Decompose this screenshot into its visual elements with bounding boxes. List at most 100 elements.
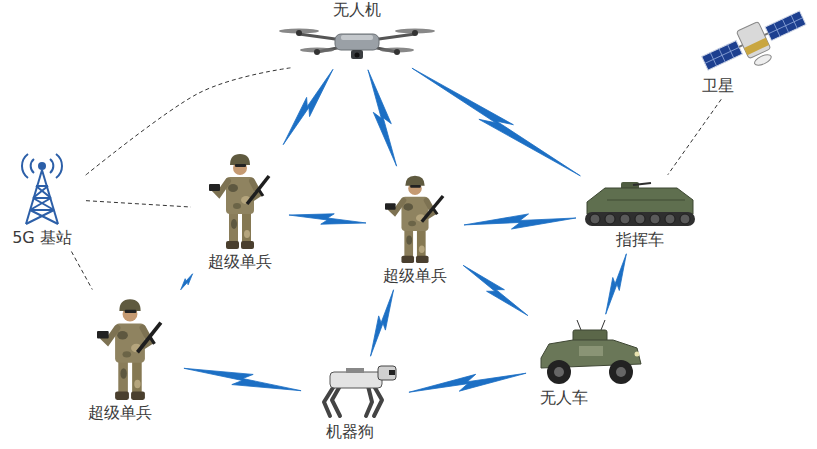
dashed-link xyxy=(86,201,191,207)
track-wheel xyxy=(665,214,675,224)
hull-line xyxy=(607,199,685,201)
soldier-rifle xyxy=(422,196,443,222)
tower-top xyxy=(38,162,46,170)
wireless-link xyxy=(409,373,526,392)
node-label: 超级单兵 xyxy=(381,266,449,286)
node-label: 超级单兵 xyxy=(206,252,274,272)
signal-wave xyxy=(50,159,53,173)
tower-strut xyxy=(33,186,48,198)
panel-grid xyxy=(705,47,739,63)
vehicle-panel xyxy=(579,346,603,356)
node-label: 无人机 xyxy=(331,0,383,20)
soldier-boot xyxy=(115,391,129,399)
dog-payload xyxy=(346,368,364,373)
camo-spot xyxy=(406,235,412,244)
track-wheel xyxy=(680,214,690,224)
soldier-leg xyxy=(417,229,426,258)
soldier-rifle xyxy=(137,323,160,353)
soldier-node: 超级单兵 xyxy=(80,293,180,423)
soldier-boot xyxy=(401,256,414,263)
wireless-link xyxy=(371,290,394,356)
dog-sensor xyxy=(389,370,395,375)
wireless-link xyxy=(412,68,580,176)
wireless-link xyxy=(606,254,627,314)
soldier-goggles xyxy=(410,185,421,188)
dashed-link xyxy=(86,68,291,175)
vehicle-antenna xyxy=(577,320,581,330)
dog-body xyxy=(330,372,382,388)
command-vehicle-icon xyxy=(581,180,699,228)
dog-leg xyxy=(374,386,382,416)
camo-spot xyxy=(123,351,132,357)
panel-grid xyxy=(768,18,802,34)
signal-wave xyxy=(56,154,62,178)
drone-motor xyxy=(394,49,400,55)
node-label: 机器狗 xyxy=(324,422,376,442)
node-label: 指挥车 xyxy=(614,230,666,250)
soldier-boot xyxy=(226,241,239,249)
wireless-link xyxy=(368,70,397,166)
soldier-node: 超级单兵 xyxy=(195,148,285,272)
solar-panel xyxy=(702,41,743,71)
dashed-link xyxy=(71,252,92,290)
soldier-goggles xyxy=(125,310,137,313)
wireless-link xyxy=(283,69,333,144)
base-station-node: 5G 基站 xyxy=(2,148,82,248)
drone-camera xyxy=(351,50,363,59)
robot-dog-node: 机器狗 xyxy=(305,360,405,442)
soldier-leg xyxy=(242,212,251,244)
wheel-hub xyxy=(616,367,626,377)
soldier-group xyxy=(385,176,443,263)
tower-strut xyxy=(36,186,51,198)
camo-spot xyxy=(228,184,238,192)
dashed-link xyxy=(668,99,721,174)
vehicle-wheel xyxy=(547,360,571,384)
camo-spot xyxy=(231,219,237,229)
wireless-link xyxy=(181,274,193,290)
track-wheel xyxy=(650,214,660,224)
tower-strut xyxy=(26,210,54,224)
solar-panel xyxy=(765,11,806,41)
drone-body xyxy=(335,34,379,50)
camo-spot xyxy=(233,203,241,209)
dog-leg xyxy=(366,386,372,416)
rifle-grip xyxy=(433,209,437,215)
drone-node: 无人机 xyxy=(277,0,437,66)
soldier-tablet xyxy=(209,184,220,191)
soldier-boot xyxy=(241,241,254,249)
dog-leg xyxy=(324,386,334,416)
camo-spot xyxy=(134,380,140,388)
tower-strut xyxy=(30,198,51,210)
wireless-link xyxy=(289,214,366,224)
drone-lens xyxy=(355,53,360,58)
tower-strut xyxy=(33,198,54,210)
satellite-node: 卫星 xyxy=(696,10,812,96)
satellite-foil xyxy=(744,38,769,55)
track-wheel xyxy=(635,214,645,224)
vehicle-track xyxy=(585,212,695,226)
satellite-body xyxy=(736,21,770,58)
satellite-group xyxy=(698,4,813,87)
soldier-icon xyxy=(209,150,271,250)
soldier-goggles xyxy=(235,164,246,167)
soldier-icon xyxy=(97,295,163,401)
tower-strut xyxy=(30,210,58,224)
wireless-link xyxy=(464,214,576,229)
node-label: 5G 基站 xyxy=(10,228,74,248)
soldier-helmet xyxy=(405,176,424,186)
satellite-icon xyxy=(698,12,810,74)
node-label: 超级单兵 xyxy=(86,403,154,423)
soldier-leg xyxy=(229,212,238,244)
node-label: 无人车 xyxy=(538,388,590,408)
drone-motor xyxy=(412,30,418,36)
vehicle-wheel xyxy=(609,360,633,384)
wireless-link xyxy=(463,265,528,315)
drone-motor xyxy=(296,30,302,36)
soldier-tablet xyxy=(385,203,396,209)
track-wheel xyxy=(620,214,630,224)
vehicle-gun xyxy=(633,183,651,185)
track-wheel xyxy=(590,214,600,224)
soldier-tablet xyxy=(97,331,109,338)
camo-spot xyxy=(117,331,128,339)
